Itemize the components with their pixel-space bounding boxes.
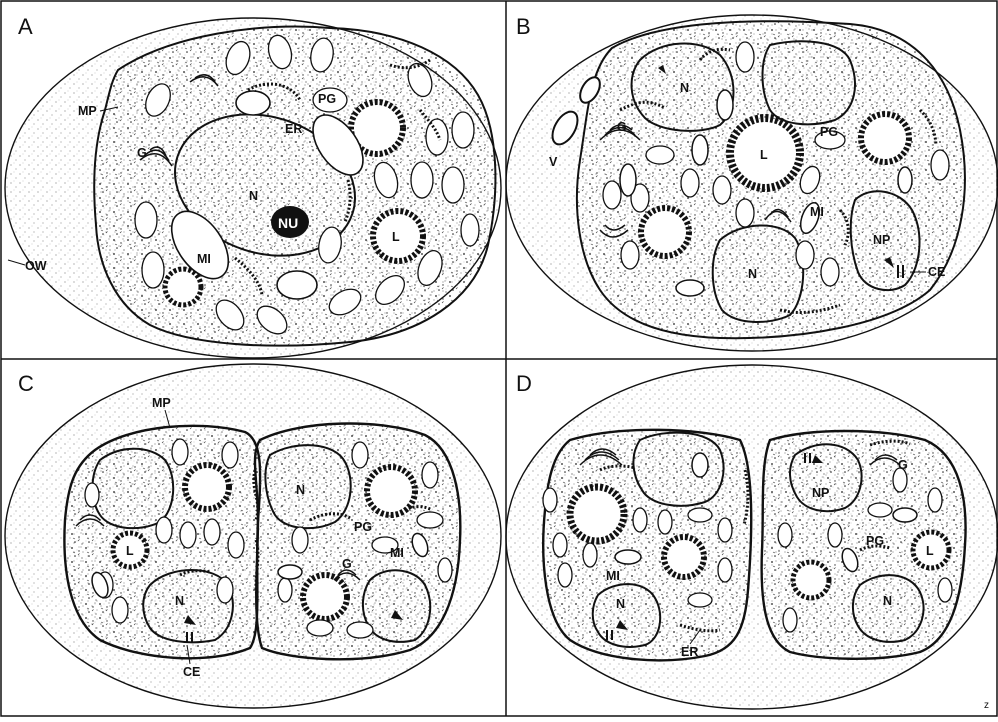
label-n-right: N xyxy=(883,594,892,608)
label-l: L xyxy=(926,544,934,558)
label-g: G xyxy=(617,120,627,134)
label-np: NP xyxy=(873,233,890,247)
label-ce: CE xyxy=(928,265,945,279)
label-v: V xyxy=(549,155,558,169)
label-ce: CE xyxy=(183,665,200,679)
label-mi: MI xyxy=(606,569,620,583)
label-n-left: N xyxy=(616,597,625,611)
label-mi: MI xyxy=(390,546,404,560)
label-mp: MP xyxy=(152,396,171,410)
panel-c: C MP N L PG G MI N CE xyxy=(5,364,501,708)
label-er: ER xyxy=(681,645,698,659)
label-pg: PG xyxy=(318,92,336,106)
label-g: G xyxy=(137,146,147,160)
label-np: NP xyxy=(812,486,829,500)
panel-b: B N G V L PG MI N NP CE xyxy=(506,14,998,351)
panel-d-letter: D xyxy=(516,371,532,396)
label-l: L xyxy=(126,544,134,558)
label-nu: NU xyxy=(278,215,298,231)
panel-a-letter: A xyxy=(18,14,33,39)
label-l: L xyxy=(760,148,768,162)
label-mi: MI xyxy=(810,205,824,219)
label-n-bottom: N xyxy=(748,267,757,281)
panel-d: D NP G PG L MI N ER N z xyxy=(506,365,998,711)
label-er: ER xyxy=(285,122,302,136)
label-pg: PG xyxy=(354,520,372,534)
label-n-left: N xyxy=(175,594,184,608)
label-mi: MI xyxy=(197,252,211,266)
label-pg: PG xyxy=(866,534,884,548)
panel-a: A MP G OW ER PG N NU MI L xyxy=(5,14,501,358)
panel-c-letter: C xyxy=(18,371,34,396)
label-pg: PG xyxy=(820,125,838,139)
label-n-top: N xyxy=(680,81,689,95)
label-ow: OW xyxy=(25,259,47,273)
label-n: N xyxy=(249,189,258,203)
label-l: L xyxy=(392,230,400,244)
label-g: G xyxy=(898,458,908,472)
label-mp: MP xyxy=(78,104,97,118)
label-g: G xyxy=(342,557,352,571)
panel-b-letter: B xyxy=(516,14,531,39)
corner-mark: z xyxy=(984,700,989,711)
label-n-right: N xyxy=(296,483,305,497)
